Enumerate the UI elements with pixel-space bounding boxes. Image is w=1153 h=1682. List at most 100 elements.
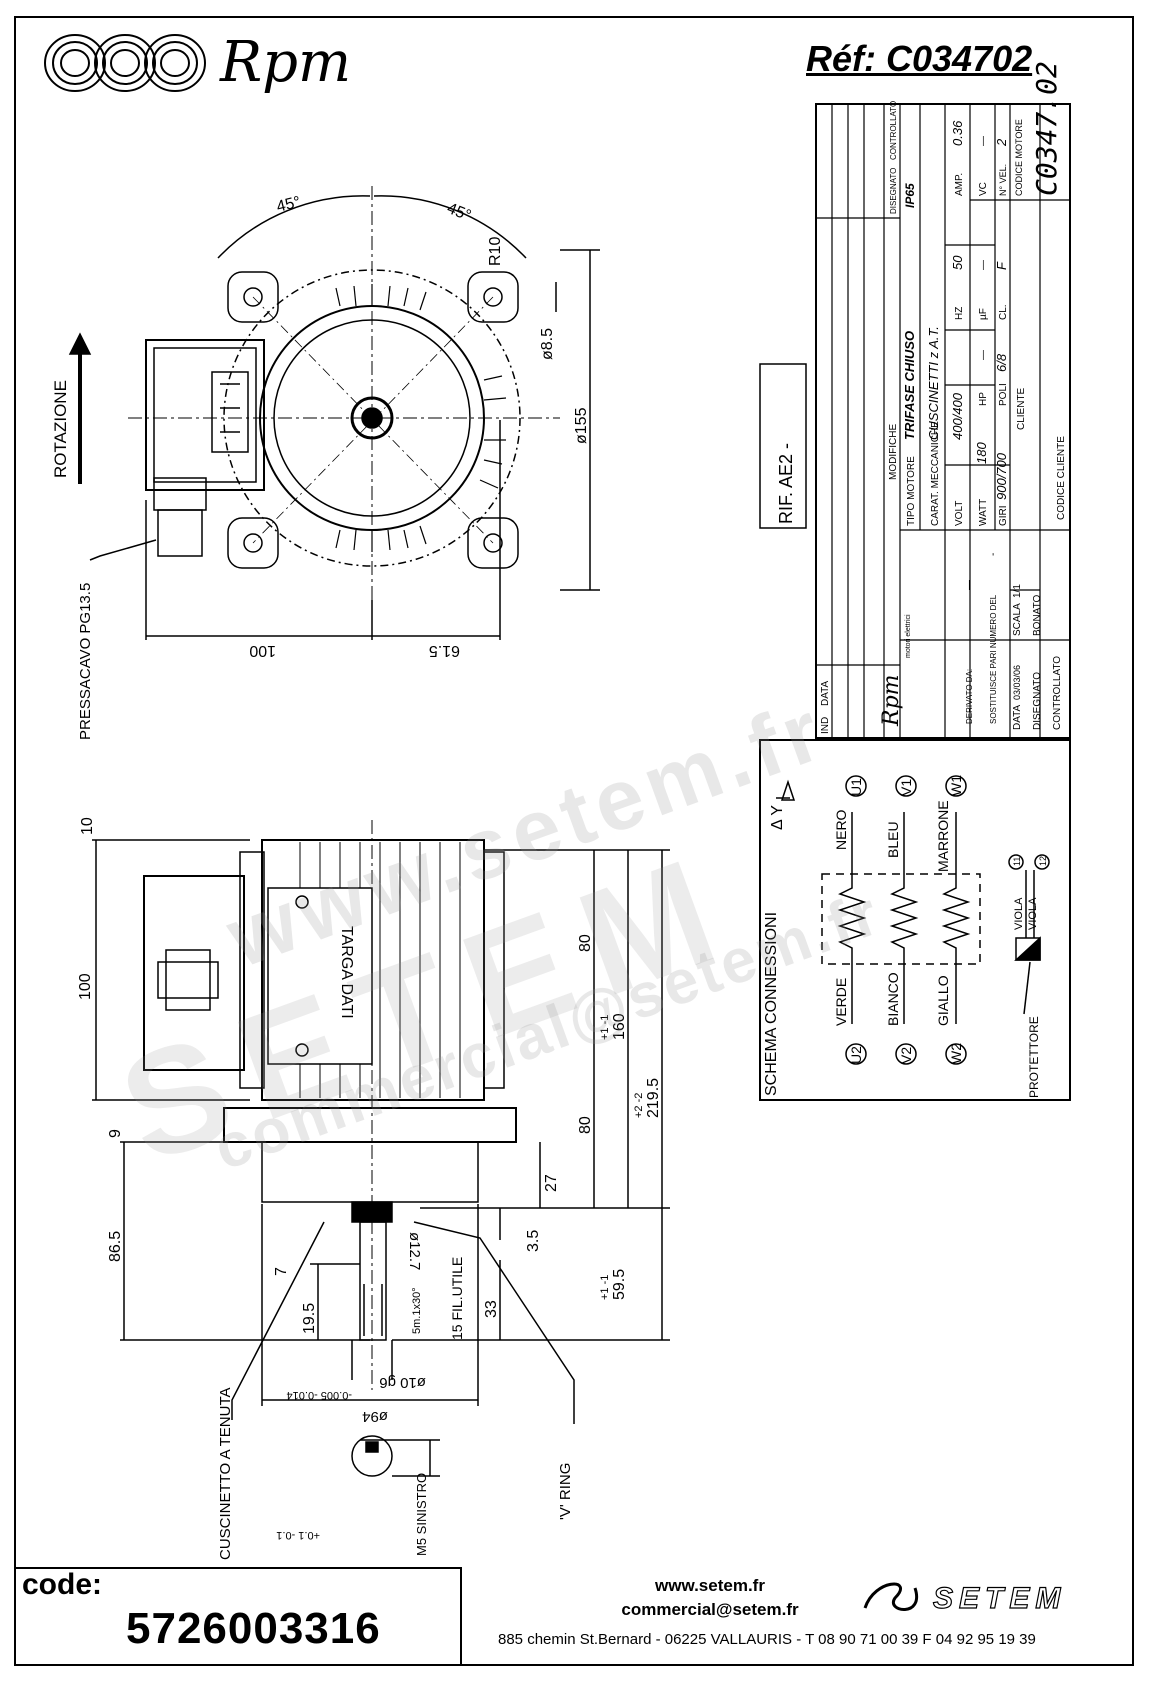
tol2195-dim: +2 -2 [633,1093,645,1118]
schema-symbols: Δ Y [769,805,786,830]
shaft-d127-dim: ø12.7 [406,1232,423,1270]
derivato-label: DERIVATO DA: [965,669,974,724]
tb-ind: IND [820,717,831,734]
d195-dim: 19.5 [301,1303,318,1334]
connection-schema [759,739,1071,1101]
sostituisce-label: SOSTITUISCE PARI NUMERO DEL [989,594,998,724]
color-giallo: GIALLO [935,975,951,1026]
w615-dim: 61.5 [429,642,460,659]
term-v1: V1 [898,779,914,796]
gland-label: PRESSACAVO PG13.5 [77,583,94,740]
tipo-motore-label: TIPO MOTORE [906,456,917,526]
thread-label: 15 FIL.UTILE [449,1257,465,1340]
hz-label: HZ [954,307,965,320]
color-verde: VERDE [833,978,849,1026]
d10-dim: 10 [79,817,96,835]
protector-term-11: 11 [1012,857,1022,866]
data-label: DATA [1012,704,1023,730]
color-bianco: BIANCO [885,972,901,1026]
d155-dim: ø155 [573,407,590,444]
viola-left: VIOLA [1013,897,1025,930]
email-link[interactable]: commercial@setem.fr [621,1600,799,1619]
tipo-motore-value: TRIFASE CHIUSO [902,331,917,440]
tb-modifiche: MODIFICHE [888,424,899,480]
w100-dim: 100 [249,642,276,659]
hz-value: 50 [950,255,965,270]
contact-block: www.setem.fr commercial@setem.fr [520,1574,900,1622]
controllato-label: CONTROLLATO [1052,656,1063,730]
volt-value: 400/400 [950,392,965,440]
amp-value: 0.36 [950,120,965,146]
carat-mecc-label: CARAT. MECCANICHE [930,421,941,526]
tb-brand-sub: motori elettrici [905,614,912,658]
term-w2: W2 [948,1043,964,1064]
tb-disegnato-header: DISEGNATO [889,168,898,214]
derivato-value: — [964,580,975,590]
schema-title: SCHEMA CONNESSIONI [763,912,780,1096]
d595-dim: 59.5 [611,1269,628,1300]
d160-dim: 160 [611,1013,628,1040]
sostituisce-value: - [988,553,999,556]
code-box [14,1567,462,1666]
address-line: 885 chemin St.Bernard - 06225 VALLAURIS … [498,1631,1036,1648]
d85-dim: ø8.5 [539,328,556,360]
d80a-dim: 80 [577,934,594,952]
scala-label: SCALA [1012,603,1023,636]
title-block [815,103,1071,739]
reference-number: Réf: C034702 [806,38,1033,79]
drawing-frame [14,16,1134,1666]
hp-value: — [978,350,989,360]
color-marrone: MARRONE [935,800,951,872]
setem-logo: SETEM [855,1568,1115,1628]
n-vel-value: 2 [994,138,1009,147]
poli-value: 6/8 [994,353,1009,372]
watt-label: WATT [978,499,989,526]
viola-right: VIOLA [1027,897,1039,930]
cl-label: CL. [998,304,1009,320]
rpm-logo: Rpm [40,28,360,98]
angle-right-dim: 45° [445,200,474,225]
front-view [78,186,600,640]
code-label: code: [22,1568,103,1601]
angle-left-dim: 45° [275,194,303,216]
rif-label: RIF. AE2 - [776,443,796,524]
tb-data-header: DATA [820,680,831,706]
codice-cliente-label: CODICE CLIENTE [1056,436,1067,520]
color-nero: NERO [833,809,849,850]
tol595-dim: +1 -1 [599,1275,611,1300]
term-w1: W1 [948,775,964,796]
setem-swirl-icon [863,1582,919,1611]
codice-motore-label: CODICE MOTORE [1014,119,1024,196]
tol160-dim: +1 -1 [599,1015,611,1040]
tb-controllato-header: CONTROLLATO [889,101,898,160]
cl-value: F [994,261,1009,270]
rotation-label: ROTAZIONE [51,380,70,478]
website-link[interactable]: www.setem.fr [655,1576,765,1595]
carat-mecc-value: CUSCINETTI z A.T. [926,326,941,440]
product-code: 5726003316 [126,1604,381,1653]
amp-label: AMP. [954,173,965,196]
color-bleu: BLEU [885,821,901,858]
giri-value: 900/700 [994,452,1009,500]
plate-label: TARGA DATI [338,926,355,1019]
d100-dim: 100 [77,973,94,1000]
uf-label: µF [978,308,989,320]
d9-dim: 9 [107,1129,124,1138]
ip-rating: IP65 [903,183,917,208]
watt-value: 180 [974,442,989,464]
d33-dim: 33 [483,1300,500,1318]
tb-brand: Rpm [879,674,904,727]
d865-dim: 86.5 [107,1231,124,1262]
d2195-dim: 219.5 [645,1078,662,1118]
cliente-label: CLIENTE [1016,387,1027,430]
d35-dim: 3.5 [525,1230,542,1252]
scala-value: 1/1 [1012,584,1023,598]
protector-term-12: 12 [1038,856,1048,866]
vc-value: — [978,136,989,146]
codice-motore-value: C0347.02 [1030,61,1063,196]
shaft-tol-dim: -0.005 -0.014 [287,1389,352,1401]
vc-label: VC [978,182,989,196]
giri-label: GIRI [998,505,1009,526]
disegnato-label: DISEGNATO [1032,672,1043,730]
